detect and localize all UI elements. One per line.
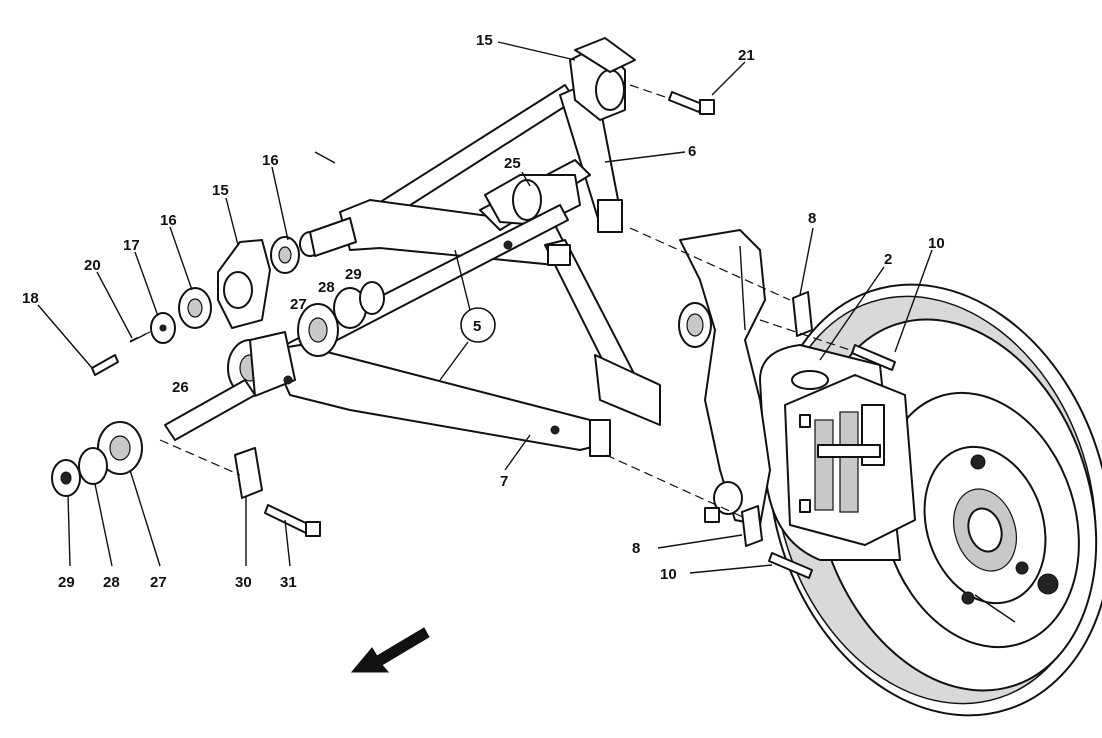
callout-6: 6 (688, 143, 696, 160)
callout-21: 21 (738, 47, 755, 64)
callout-16-upper: 16 (262, 152, 279, 169)
arrow-down-left-icon (350, 627, 430, 673)
callout-31: 31 (280, 574, 297, 591)
callout-26: 26 (172, 379, 189, 396)
callout-7: 7 (500, 473, 508, 490)
callout-5: 5 (473, 318, 481, 335)
callout-30: 30 (235, 574, 252, 591)
callout-2: 2 (884, 251, 892, 268)
callout-5-circle (460, 307, 496, 343)
callout-29-upper: 29 (345, 266, 362, 283)
callout-28-upper: 28 (318, 279, 335, 296)
leader-lines (37, 41, 933, 574)
callout-27-upper: 27 (290, 296, 307, 313)
callout-8-upper: 8 (808, 210, 816, 227)
callout-labels: 15 21 6 25 16 15 16 17 20 18 28 29 27 5 … (22, 32, 945, 591)
callout-20: 20 (84, 257, 101, 274)
callout-15-left: 15 (212, 182, 229, 199)
callout-17: 17 (123, 237, 140, 254)
alignment-lines (129, 84, 851, 519)
callout-27-lower: 27 (150, 574, 167, 591)
callout-28-lower: 28 (103, 574, 120, 591)
upright (678, 229, 829, 526)
callout-25: 25 (504, 155, 521, 172)
callout-16-left: 16 (160, 212, 177, 229)
callout-10-upper: 10 (928, 235, 945, 252)
bush-parts (51, 91, 896, 579)
callout-18: 18 (22, 290, 39, 307)
callout-10-lower: 10 (660, 566, 677, 583)
upper-link (354, 37, 636, 235)
brake-caliper (784, 374, 916, 546)
callout-29-lower: 29 (58, 574, 75, 591)
callout-15-top: 15 (476, 32, 493, 49)
callout-8-lower: 8 (632, 540, 640, 557)
